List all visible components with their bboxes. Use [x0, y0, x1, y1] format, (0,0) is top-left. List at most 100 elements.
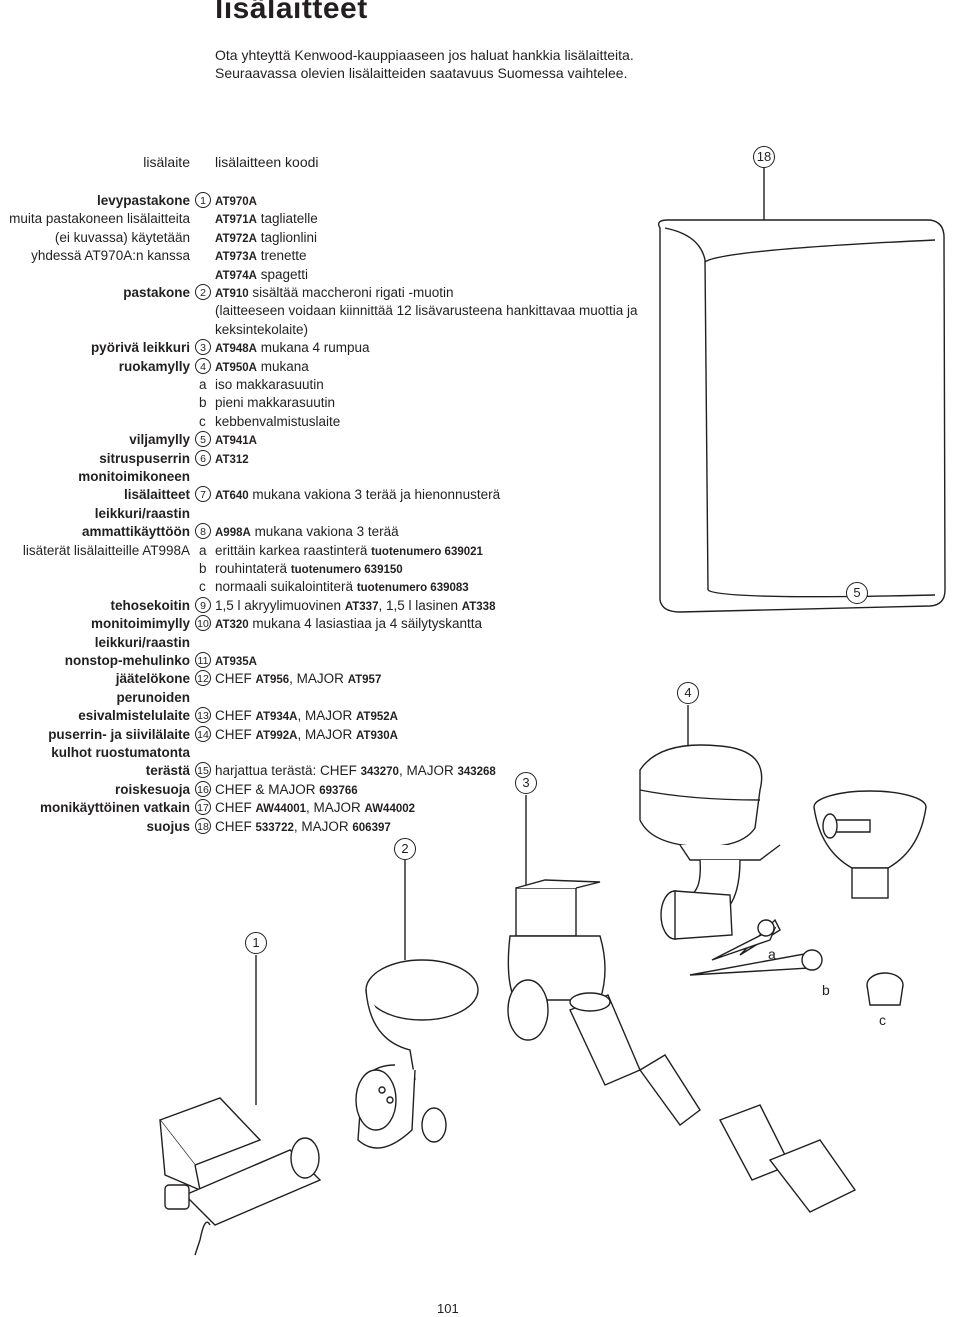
- product-code: 606397: [352, 821, 391, 834]
- code-cell: AT320 mukana 4 lasiastiaa ja 4 säilytysk…: [215, 615, 482, 634]
- slicer-drawing: [507, 795, 857, 1213]
- accessory-name: perunoiden: [116, 689, 191, 705]
- code-cell: CHEF AT934A, MAJOR AT952A: [215, 707, 398, 726]
- description: taglionlini: [256, 229, 318, 245]
- description: keksintekolaite): [215, 321, 309, 337]
- product-code: AW44001: [255, 803, 307, 816]
- accessory-name: ruokamylly: [118, 358, 190, 374]
- column-header-accessory: lisälaite: [143, 154, 190, 170]
- product-code: AT973A: [215, 251, 257, 264]
- code-cell: AT640 mukana vakiona 3 terää ja hienonnu…: [215, 486, 500, 505]
- table-row: a iso makkarasuutin: [0, 376, 960, 394]
- code-cell: keksintekolaite): [215, 321, 308, 339]
- label-c: c: [879, 1012, 886, 1028]
- code-cell: AT950A mukana: [215, 358, 309, 377]
- code-cell: CHEF AW44001, MAJOR AW44002: [215, 799, 415, 818]
- description: iso makkarasuutin: [215, 377, 324, 392]
- product-code: tuotenumero 639150: [290, 564, 403, 576]
- product-code: AT312: [215, 453, 249, 466]
- item-letter: a: [199, 377, 207, 392]
- description: (laitteeseen voidaan kiinnittää 12 lisäv…: [215, 303, 638, 319]
- item-number: 11: [195, 652, 211, 668]
- description: erittäin karkea raastinterä: [215, 542, 372, 558]
- product-code: AT948A: [215, 343, 257, 356]
- item-letter: b: [199, 395, 207, 411]
- item-number: 5: [195, 431, 211, 448]
- description: mukana 4 lasiastiaa ja 4 säilytyskantta: [248, 616, 483, 632]
- item-number: 4: [195, 357, 211, 374]
- item-number: 13: [195, 707, 211, 724]
- accessory-name: esivalmistelulaite: [78, 708, 190, 724]
- accessory-name: leikkuri/raastin: [94, 505, 190, 521]
- description: , 1,5 l lasinen: [378, 597, 462, 613]
- code-cell: AT941A: [215, 431, 257, 450]
- description: CHEF: [215, 726, 256, 742]
- pasta-maker-drawing: [355, 860, 479, 1149]
- accessory-name: tehosekoitin: [110, 597, 190, 613]
- product-code: tuotenumero 639021: [371, 545, 483, 558]
- description: CHEF & MAJOR: [215, 781, 320, 797]
- accessory-name: puserrin- ja siivilälaite: [48, 726, 190, 742]
- code-cell: AT910 sisältää maccheroni rigati -muotin: [215, 284, 454, 303]
- product-code: AT974A: [215, 269, 257, 282]
- code-cell: CHEF & MAJOR 693766: [215, 781, 358, 800]
- code-cell: AT971A tagliatelle: [215, 210, 318, 229]
- accessory-name: monitoimikoneen: [78, 469, 190, 484]
- product-code: AT935A: [215, 656, 257, 668]
- column-header-code: lisälaitteen koodi: [215, 154, 319, 170]
- table-row: (laitteeseen voidaan kiinnittää 12 lisäv…: [0, 302, 960, 320]
- item-number: 16: [195, 780, 211, 797]
- code-cell: AT973A trenette: [215, 247, 307, 266]
- mincer-drawing: [639, 705, 927, 1006]
- description: , MAJOR: [293, 818, 353, 834]
- code-cell: kebbenvalmistuslaite: [215, 413, 340, 431]
- code-cell: AT970A: [215, 192, 257, 211]
- product-code: AT952A: [355, 711, 398, 724]
- product-code: AT910: [215, 288, 249, 300]
- callout-2: 2: [394, 838, 416, 860]
- page-number: 101: [437, 1301, 459, 1316]
- description: normaali suikalointiterä: [215, 579, 357, 595]
- description: , MAJOR: [398, 763, 458, 779]
- code-cell: CHEF AT956, MAJOR AT957: [215, 670, 381, 689]
- item-number: 14: [195, 725, 211, 742]
- accessory-name: monitoimimylly: [90, 616, 190, 632]
- accessory-name: monikäyttöinen vatkain: [39, 800, 190, 816]
- product-code: A998A: [215, 527, 251, 540]
- product-code: AT337: [344, 600, 379, 613]
- accessory-name: kulhot ruostumatonta: [51, 745, 190, 760]
- code-cell: normaali suikalointiterä tuotenumero 639…: [215, 578, 469, 597]
- code-cell: AT974A spagetti: [215, 266, 308, 285]
- item-number: 1: [195, 192, 211, 208]
- product-code: 343268: [457, 766, 496, 779]
- accessory-name: levypastakone: [96, 193, 190, 208]
- description: mukana: [256, 358, 309, 374]
- description: , MAJOR: [297, 708, 356, 724]
- code-cell: (laitteeseen voidaan kiinnittää 12 lisäv…: [215, 302, 638, 320]
- description: mukana vakiona 3 terää ja hienonnusterä: [248, 487, 501, 503]
- product-code: 533722: [255, 821, 294, 834]
- description: CHEF: [215, 671, 256, 687]
- description: CHEF: [215, 708, 256, 724]
- item-number: 15: [195, 762, 211, 779]
- description: tagliatelle: [256, 211, 318, 227]
- code-cell: AT972A taglionlini: [215, 229, 317, 248]
- callout-3: 3: [515, 772, 537, 794]
- label-b: b: [822, 982, 830, 998]
- label-a: a: [768, 946, 776, 962]
- accessory-name: terästä: [145, 763, 190, 779]
